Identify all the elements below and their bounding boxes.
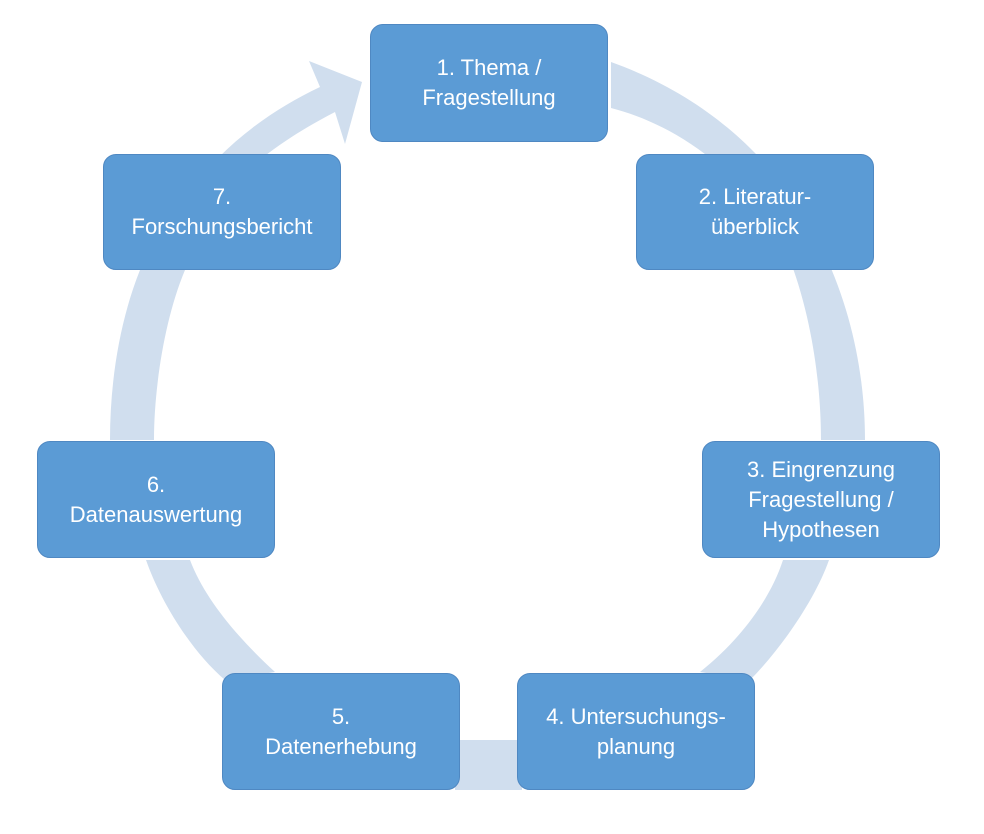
ring-band	[146, 560, 275, 680]
step-label-line: Fragestellung	[422, 85, 556, 110]
step-box-forschungsbericht: 7. Forschungsbericht	[103, 154, 341, 270]
step-label-line: 5.	[331, 703, 351, 729]
step-label-line: planung	[596, 733, 676, 759]
step-box-datenauswertung: 6. Datenauswertung	[37, 441, 275, 558]
step-label-line: Forschungsbericht	[131, 214, 313, 239]
step-label-line: 7.	[212, 184, 232, 209]
step-label-line: Datenerhebung	[265, 733, 417, 759]
step-label-line: 2. Literatur-	[698, 184, 812, 209]
step-label-line: 6.	[146, 471, 166, 497]
step-label-line: überblick	[710, 214, 800, 239]
step-label-line: Fragestellung /	[748, 486, 894, 512]
step-label-line: 4. Untersuchungs-	[546, 703, 726, 729]
step-label-line: 3. Eingrenzung	[747, 456, 895, 482]
step-label-line: 1. Thema /	[436, 55, 542, 80]
ring-band	[455, 740, 522, 790]
step-box-literatur: 2. Literatur-überblick	[636, 154, 874, 270]
ring-band	[110, 270, 185, 440]
step-label-line: Datenauswertung	[69, 501, 243, 527]
ring-arrow-head	[218, 61, 362, 158]
step-box-untersuchung: 4. Untersuchungs-planung	[517, 673, 755, 790]
ring-band	[700, 560, 829, 680]
step-box-datenerhebung: 5. Datenerhebung	[222, 673, 460, 790]
step-label-line: Hypothesen	[762, 516, 880, 542]
step-box-thema: 1. Thema / Fragestellung	[370, 24, 608, 142]
